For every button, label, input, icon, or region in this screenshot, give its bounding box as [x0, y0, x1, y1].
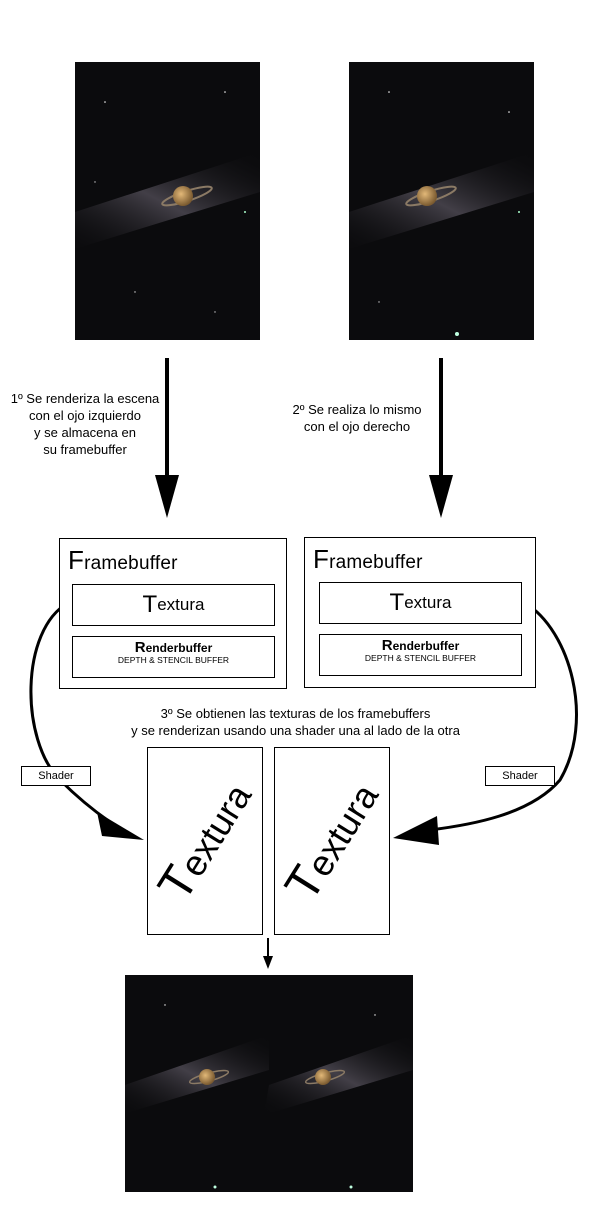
framebuffer-left-texture-initial: T	[142, 591, 158, 618]
framebuffer-right-texture-initial: T	[389, 589, 405, 616]
output-texture-right-label: Textura	[275, 772, 389, 911]
output-texture-left: Textura	[147, 747, 263, 935]
step-3-line-1: 3º Se obtienen las texturas de los frame…	[160, 706, 431, 721]
step-1-text: 1º Se renderiza la escena con el ojo izq…	[0, 390, 170, 458]
output-texture-left-rest: extura	[171, 776, 260, 884]
output-texture-left-label: Textura	[148, 772, 262, 911]
framebuffer-left-title: Framebuffer	[68, 545, 178, 576]
down-arrow-left-head	[155, 475, 179, 518]
saturn-scene-graphic	[75, 91, 260, 313]
framebuffer-left-title-initial: F	[68, 545, 85, 575]
framebuffer-right-title-rest: ramebuffer	[329, 552, 423, 573]
framebuffer-left-texture-rest: extura	[157, 595, 205, 614]
saturn-scene-graphic	[349, 91, 534, 336]
framebuffer-right-renderbuffer-sub: DEPTH & STENCIL BUFFER	[364, 653, 477, 663]
down-arrow-final-head	[263, 956, 273, 969]
framebuffer-right-renderbuffer-rest: enderbuffer	[392, 639, 460, 653]
framebuffer-left-title-rest: ramebuffer	[84, 553, 178, 574]
step-1-line-4: su framebuffer	[43, 442, 127, 457]
step-1-line-2: con el ojo izquierdo	[28, 408, 142, 423]
shader-label-right: Shader	[485, 766, 555, 786]
framebuffer-left-renderbuffer-rest: enderbuffer	[145, 641, 213, 655]
framebuffer-left-renderbuffer-initial: R	[134, 639, 146, 656]
step-2-line-1: 2º Se realiza lo mismo	[292, 402, 422, 417]
framebuffer-right-renderbuffer-title: Renderbuffer	[320, 637, 521, 654]
step-2-text: 2º Se realiza lo mismo con el ojo derech…	[282, 401, 432, 435]
step-1-line-1: 1º Se renderiza la escena	[10, 391, 160, 406]
stereo-scene-graphic	[125, 1004, 413, 1189]
framebuffer-left-renderbuffer: Renderbuffer DEPTH & STENCIL BUFFER	[72, 636, 275, 678]
left-eye-render-image	[75, 62, 260, 340]
step-1-line-3: y se almacena en	[34, 425, 136, 440]
framebuffer-left-renderbuffer-title: Renderbuffer	[73, 639, 274, 656]
down-arrow-right-head	[429, 475, 453, 518]
framebuffer-right-texture-rest: extura	[404, 593, 452, 612]
curve-arrow-right-head	[393, 816, 439, 845]
framebuffer-right-title-initial: F	[313, 544, 330, 574]
step-3-text: 3º Se obtienen las texturas de los frame…	[100, 705, 491, 739]
output-texture-right: Textura	[274, 747, 390, 935]
final-stereo-render-image	[125, 975, 413, 1192]
output-texture-right-rest: extura	[298, 776, 387, 884]
right-eye-render-image	[349, 62, 534, 340]
step-3-line-2: y se renderizan usando una shader una al…	[131, 723, 460, 738]
framebuffer-right-renderbuffer-initial: R	[381, 637, 393, 654]
shader-label-left: Shader	[21, 766, 91, 786]
framebuffer-right-renderbuffer: Renderbuffer DEPTH & STENCIL BUFFER	[319, 634, 522, 676]
framebuffer-right-title: Framebuffer	[313, 544, 423, 575]
step-2-line-2: con el ojo derecho	[303, 419, 411, 434]
curve-arrow-left-head	[97, 812, 144, 840]
framebuffer-left-renderbuffer-sub: DEPTH & STENCIL BUFFER	[117, 655, 230, 665]
